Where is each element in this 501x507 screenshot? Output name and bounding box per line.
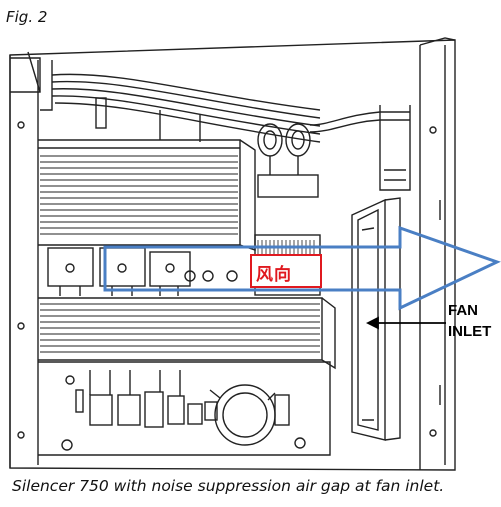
toroid-inductor bbox=[209, 384, 290, 446]
upper-heatsink bbox=[38, 139, 256, 251]
bottom-pcb bbox=[38, 361, 331, 456]
right-cables bbox=[309, 105, 411, 191]
fan-inlet-leader bbox=[365, 316, 446, 330]
cable-bundle bbox=[51, 73, 321, 143]
chassis-frame bbox=[9, 37, 456, 471]
upper-heatsink-fins bbox=[40, 155, 238, 235]
lower-heatsink bbox=[38, 297, 336, 370]
figure-label: Fig. 2 bbox=[6, 8, 48, 26]
figure-caption: Silencer 750 with noise suppression air … bbox=[12, 477, 445, 495]
fan-inlet-line2: INLET bbox=[448, 323, 492, 340]
cooling-fan bbox=[351, 197, 401, 441]
airflow-label-box bbox=[250, 254, 322, 288]
transistor-row bbox=[47, 247, 238, 296]
fan-inlet-line1: FAN bbox=[448, 302, 478, 319]
lower-heatsink-fins bbox=[40, 303, 320, 353]
airflow-arrow bbox=[103, 225, 501, 311]
coil-block-fins bbox=[257, 240, 315, 258]
capacitor-pair bbox=[257, 123, 319, 198]
fan-inlet-callout: FAN INLET bbox=[448, 300, 491, 342]
airflow-direction-label: 风向 bbox=[256, 265, 292, 285]
